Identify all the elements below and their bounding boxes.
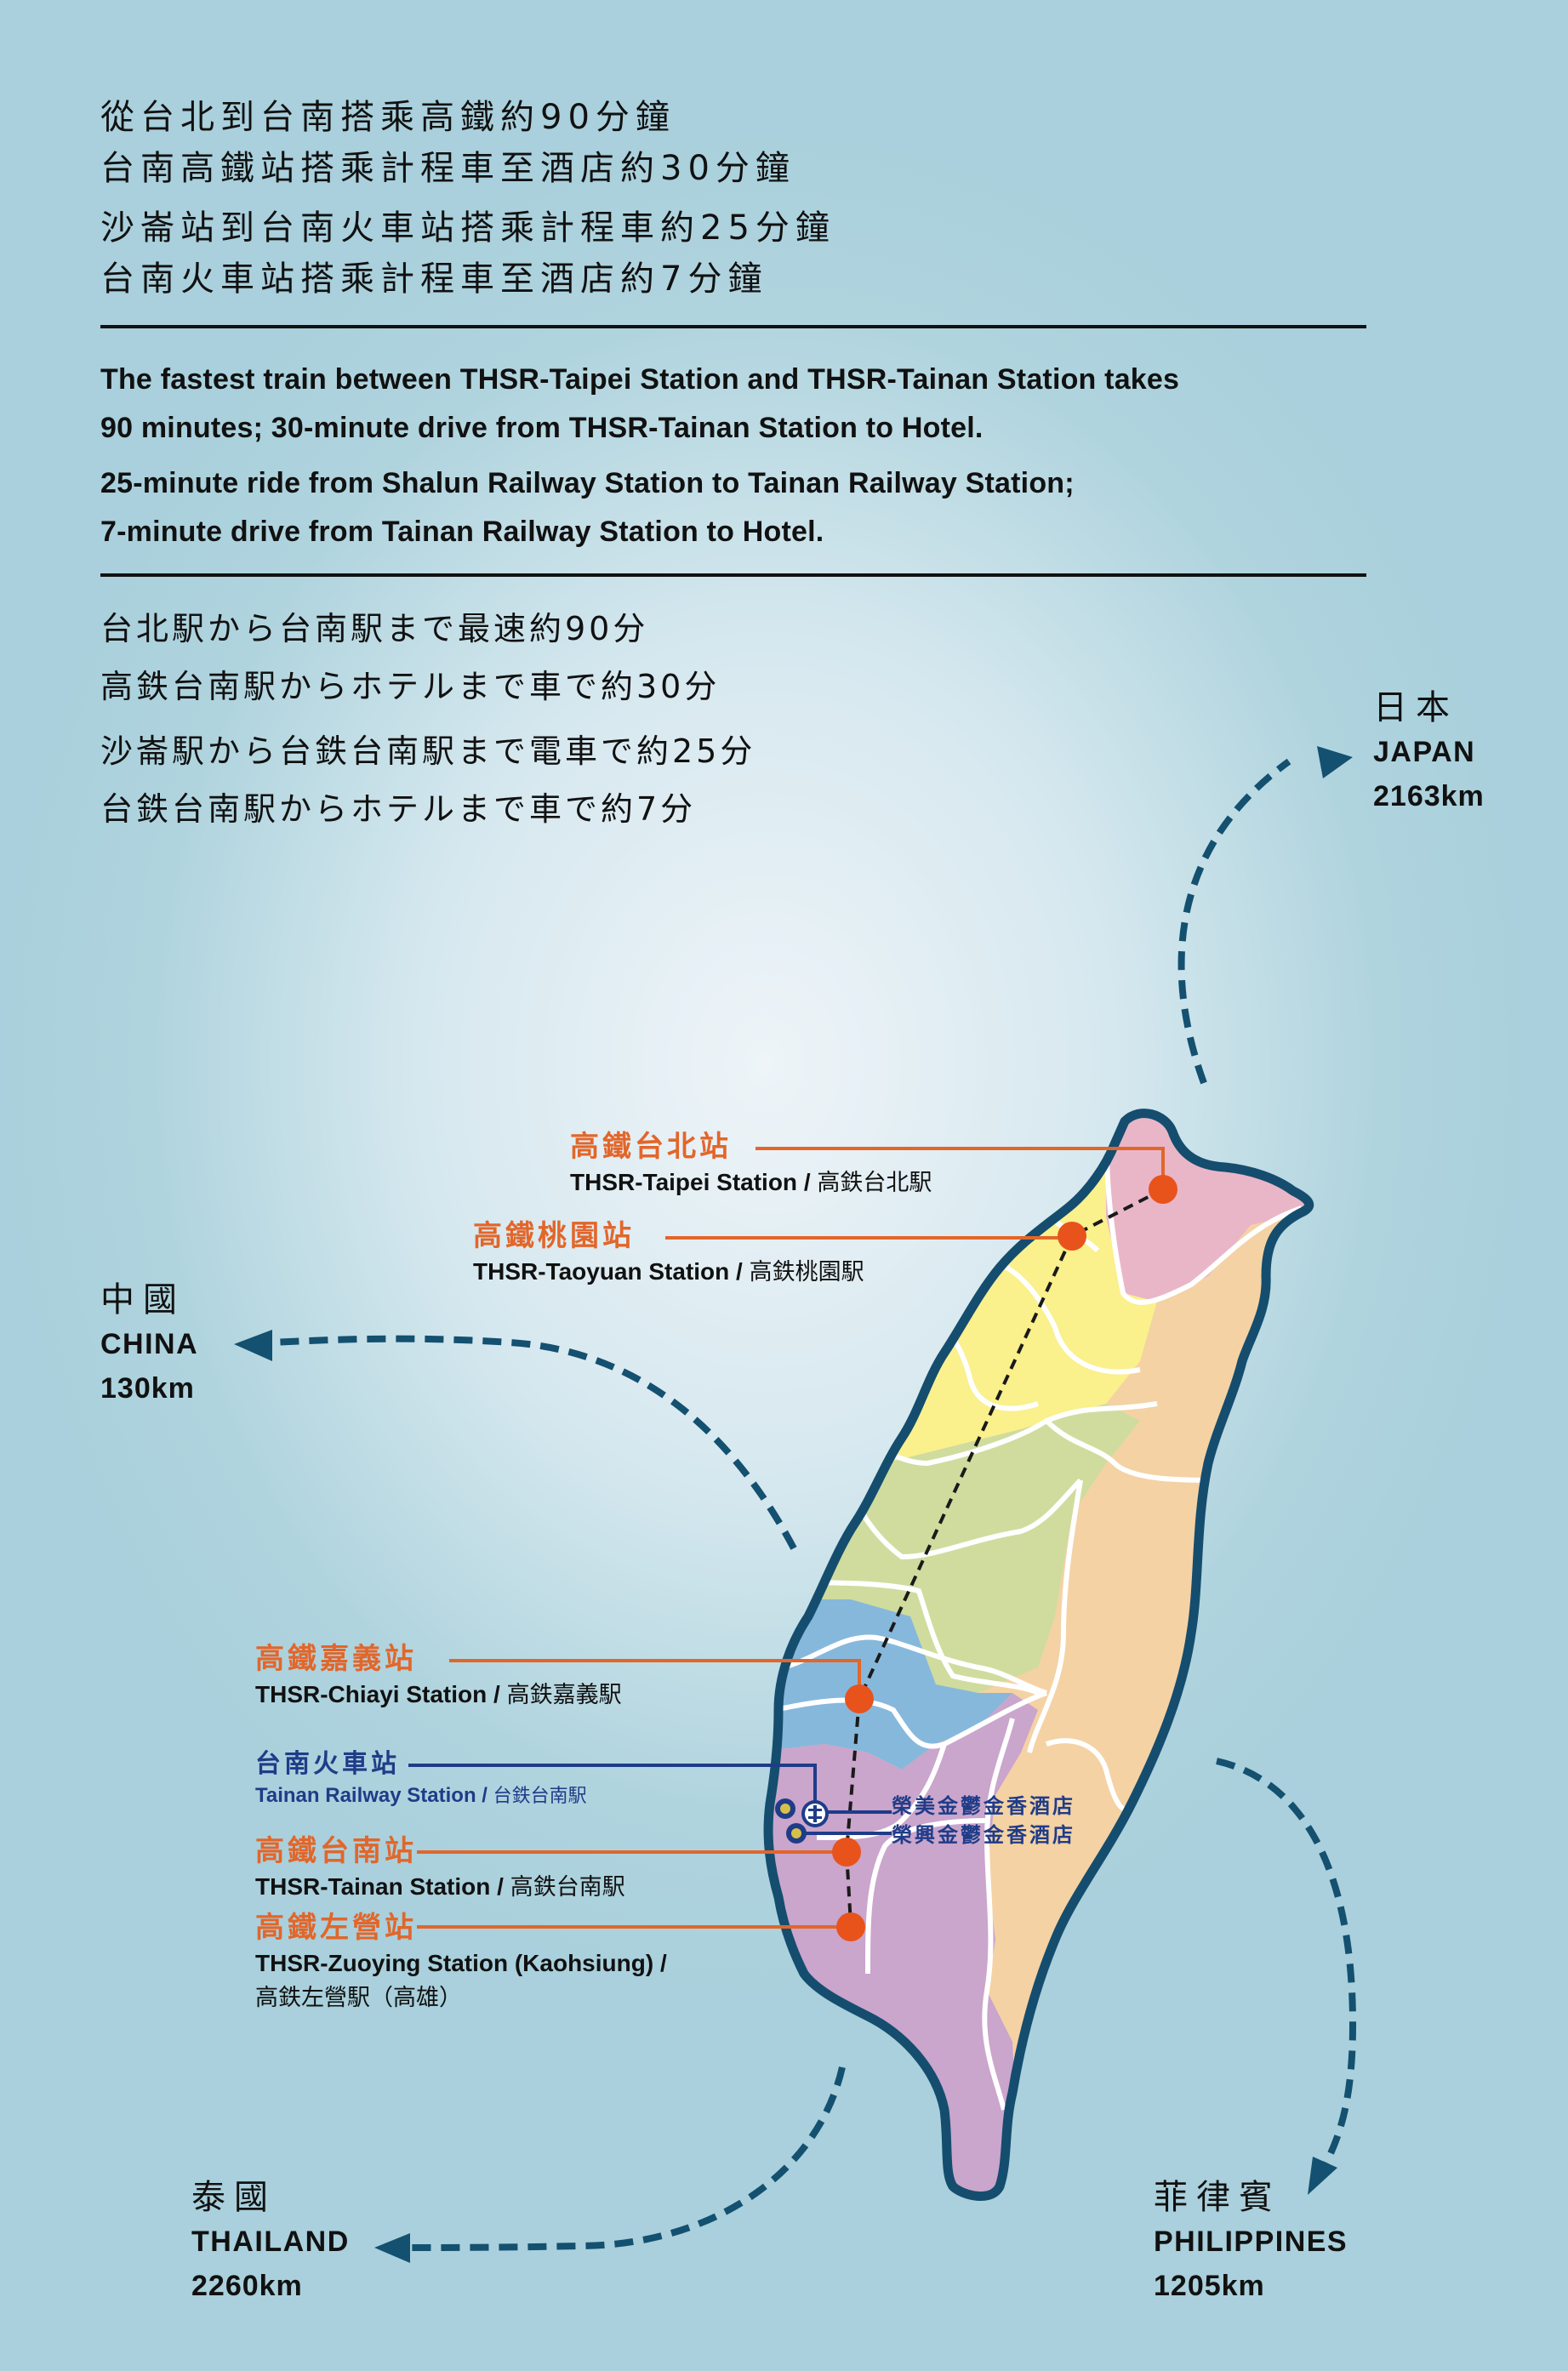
destination-distance: 1205km xyxy=(1154,2270,1265,2302)
arrow-japan xyxy=(1177,758,1291,1085)
arrowheads xyxy=(234,746,1353,2263)
destination-thailand: 泰國 THAILAND 2260km xyxy=(191,2175,350,2308)
destination-distance: 130km xyxy=(100,1372,195,1405)
dashed-arrow-icon xyxy=(1308,2157,1337,2195)
intro-en-line: 90 minutes; 30-minute drive from THSR-Ta… xyxy=(100,412,984,444)
destination-zh: 菲律賓 xyxy=(1154,2178,1281,2217)
divider xyxy=(100,325,1366,328)
station-name-zh: 高鐵桃園站 xyxy=(473,1219,635,1253)
station-dot-icon[interactable] xyxy=(845,1684,874,1713)
station-label-taipei[interactable]: 高鐵台北站 THSR-Taipei Station / 高鉄台北駅 xyxy=(570,1128,932,1200)
arrow-philippines xyxy=(1216,1758,1357,2171)
hotel-name[interactable]: 榮美金鬱金香酒店 xyxy=(892,1794,1075,1818)
destination-en: JAPAN xyxy=(1373,736,1476,768)
station-name-en: THSR-Taipei Station / 高鉄台北駅 xyxy=(570,1169,932,1196)
intro-en-line: 7-minute drive from Tainan Railway Stati… xyxy=(100,516,824,548)
station-name-en: THSR-Taoyuan Station / 高鉄桃園駅 xyxy=(473,1258,864,1285)
destination-en: PHILIPPINES xyxy=(1154,2226,1348,2258)
station-label-tainan-rail[interactable]: 台南火車站 Tainan Railway Station / 台鉄台南駅 xyxy=(255,1747,587,1811)
station-name-jp: 高鉄左營駅（高雄） xyxy=(255,1985,462,2011)
destination-zh: 泰國 xyxy=(191,2178,277,2217)
destination-arrows xyxy=(271,758,1357,2251)
destination-china: 中國 CHINA 130km xyxy=(100,1278,198,1411)
station-name-zh: 高鐵嘉義站 xyxy=(255,1642,417,1676)
destination-distance: 2260km xyxy=(191,2270,303,2302)
intro-jp-line: 高鉄台南駅からホテルまで車で約30分 xyxy=(100,668,721,705)
dashed-arrow-icon xyxy=(1317,746,1353,778)
intro-en: The fastest train between THSR-Taipei St… xyxy=(100,356,1179,556)
intro-jp: 台北駅から台南駅まで最速約90分 高鉄台南駅からホテルまで車で約30分 沙崙駅か… xyxy=(100,600,755,838)
thsr-route-line xyxy=(844,1188,1164,1925)
station-label-chiayi[interactable]: 高鐵嘉義站 THSR-Chiayi Station / 高鉄嘉義駅 xyxy=(255,1640,622,1713)
station-name-zh: 高鐵台南站 xyxy=(255,1834,417,1868)
destination-japan: 日本 JAPAN 2163km xyxy=(1373,686,1485,818)
station-name-en: THSR-Zuoying Station (Kaohsiung) / xyxy=(255,1950,667,1976)
divider xyxy=(100,573,1366,577)
station-dot-icon[interactable] xyxy=(1149,1175,1177,1204)
station-name-zh: 高鐵台北站 xyxy=(570,1130,732,1164)
intro-jp-line: 沙崙駅から台鉄台南駅まで電車で約25分 xyxy=(100,732,756,770)
destination-philippines: 菲律賓 PHILIPPINES 1205km xyxy=(1154,2175,1348,2308)
destination-en: CHINA xyxy=(100,1328,199,1360)
station-name-en: Tainan Railway Station / 台鉄台南駅 xyxy=(255,1784,587,1807)
station-name-zh: 台南火車站 xyxy=(255,1749,400,1779)
hotel-list: 榮美金鬱金香酒店 榮興金鬱金香酒店 xyxy=(892,1792,1075,1849)
intro-jp-line: 台北駅から台南駅まで最速約90分 xyxy=(100,610,649,647)
dashed-arrow-icon xyxy=(374,2233,410,2263)
intro-zh-line: 沙崙站到台南火車站搭乘計程車約25分鐘 xyxy=(100,208,835,248)
station-dot-icon[interactable] xyxy=(1058,1222,1086,1251)
arrow-thailand xyxy=(408,2066,846,2251)
station-dots xyxy=(832,1175,1177,1941)
intro-zh-line: 從台北到台南搭乘高鐵約90分鐘 xyxy=(100,98,676,137)
destination-zh: 中國 xyxy=(100,1280,185,1319)
tulip-hotel-icon[interactable] xyxy=(786,1823,807,1844)
intro-zh-line: 台南高鐵站搭乘計程車至酒店約30分鐘 xyxy=(100,149,795,188)
intro-en-line: The fastest train between THSR-Taipei St… xyxy=(100,363,1180,396)
destination-distance: 2163km xyxy=(1373,780,1485,812)
intro-zh: 從台北到台南搭乘高鐵約90分鐘 台南高鐵站搭乘計程車至酒店約30分鐘 沙崙站到台… xyxy=(100,92,835,305)
region-chiayi xyxy=(768,1599,1012,1770)
station-name-en: THSR-Tainan Station / 高鉄台南駅 xyxy=(255,1873,625,1901)
station-label-tainan[interactable]: 高鐵台南站 THSR-Tainan Station / 高鉄台南駅 xyxy=(255,1832,625,1905)
railway-logo-icon[interactable] xyxy=(801,1800,829,1827)
tulip-hotel-icon[interactable] xyxy=(775,1798,795,1819)
intro-jp-line: 台鉄台南駅からホテルまで車で約7分 xyxy=(100,790,697,828)
station-label-taoyuan[interactable]: 高鐵桃園站 THSR-Taoyuan Station / 高鉄桃園駅 xyxy=(473,1217,864,1290)
station-name-zh: 高鐵左營站 xyxy=(255,1911,417,1945)
station-dot-icon[interactable] xyxy=(836,1912,865,1941)
station-dot-icon[interactable] xyxy=(832,1838,861,1867)
station-name-en: THSR-Chiayi Station / 高鉄嘉義駅 xyxy=(255,1681,622,1708)
hotel-name[interactable]: 榮興金鬱金香酒店 xyxy=(892,1823,1075,1847)
dashed-arrow-icon xyxy=(234,1330,272,1361)
destination-en: THAILAND xyxy=(191,2226,350,2258)
destination-zh: 日本 xyxy=(1373,688,1458,727)
station-label-zuoying[interactable]: 高鐵左營站 THSR-Zuoying Station (Kaohsiung) /… xyxy=(255,1909,667,2015)
coastline xyxy=(763,1109,1314,2202)
intro-en-line: 25-minute ride from Shalun Railway Stati… xyxy=(100,467,1075,499)
intro-zh-line: 台南火車站搭乘計程車至酒店約7分鐘 xyxy=(100,259,768,299)
region-borders xyxy=(773,1113,1303,2111)
arrow-china xyxy=(271,1335,797,1550)
